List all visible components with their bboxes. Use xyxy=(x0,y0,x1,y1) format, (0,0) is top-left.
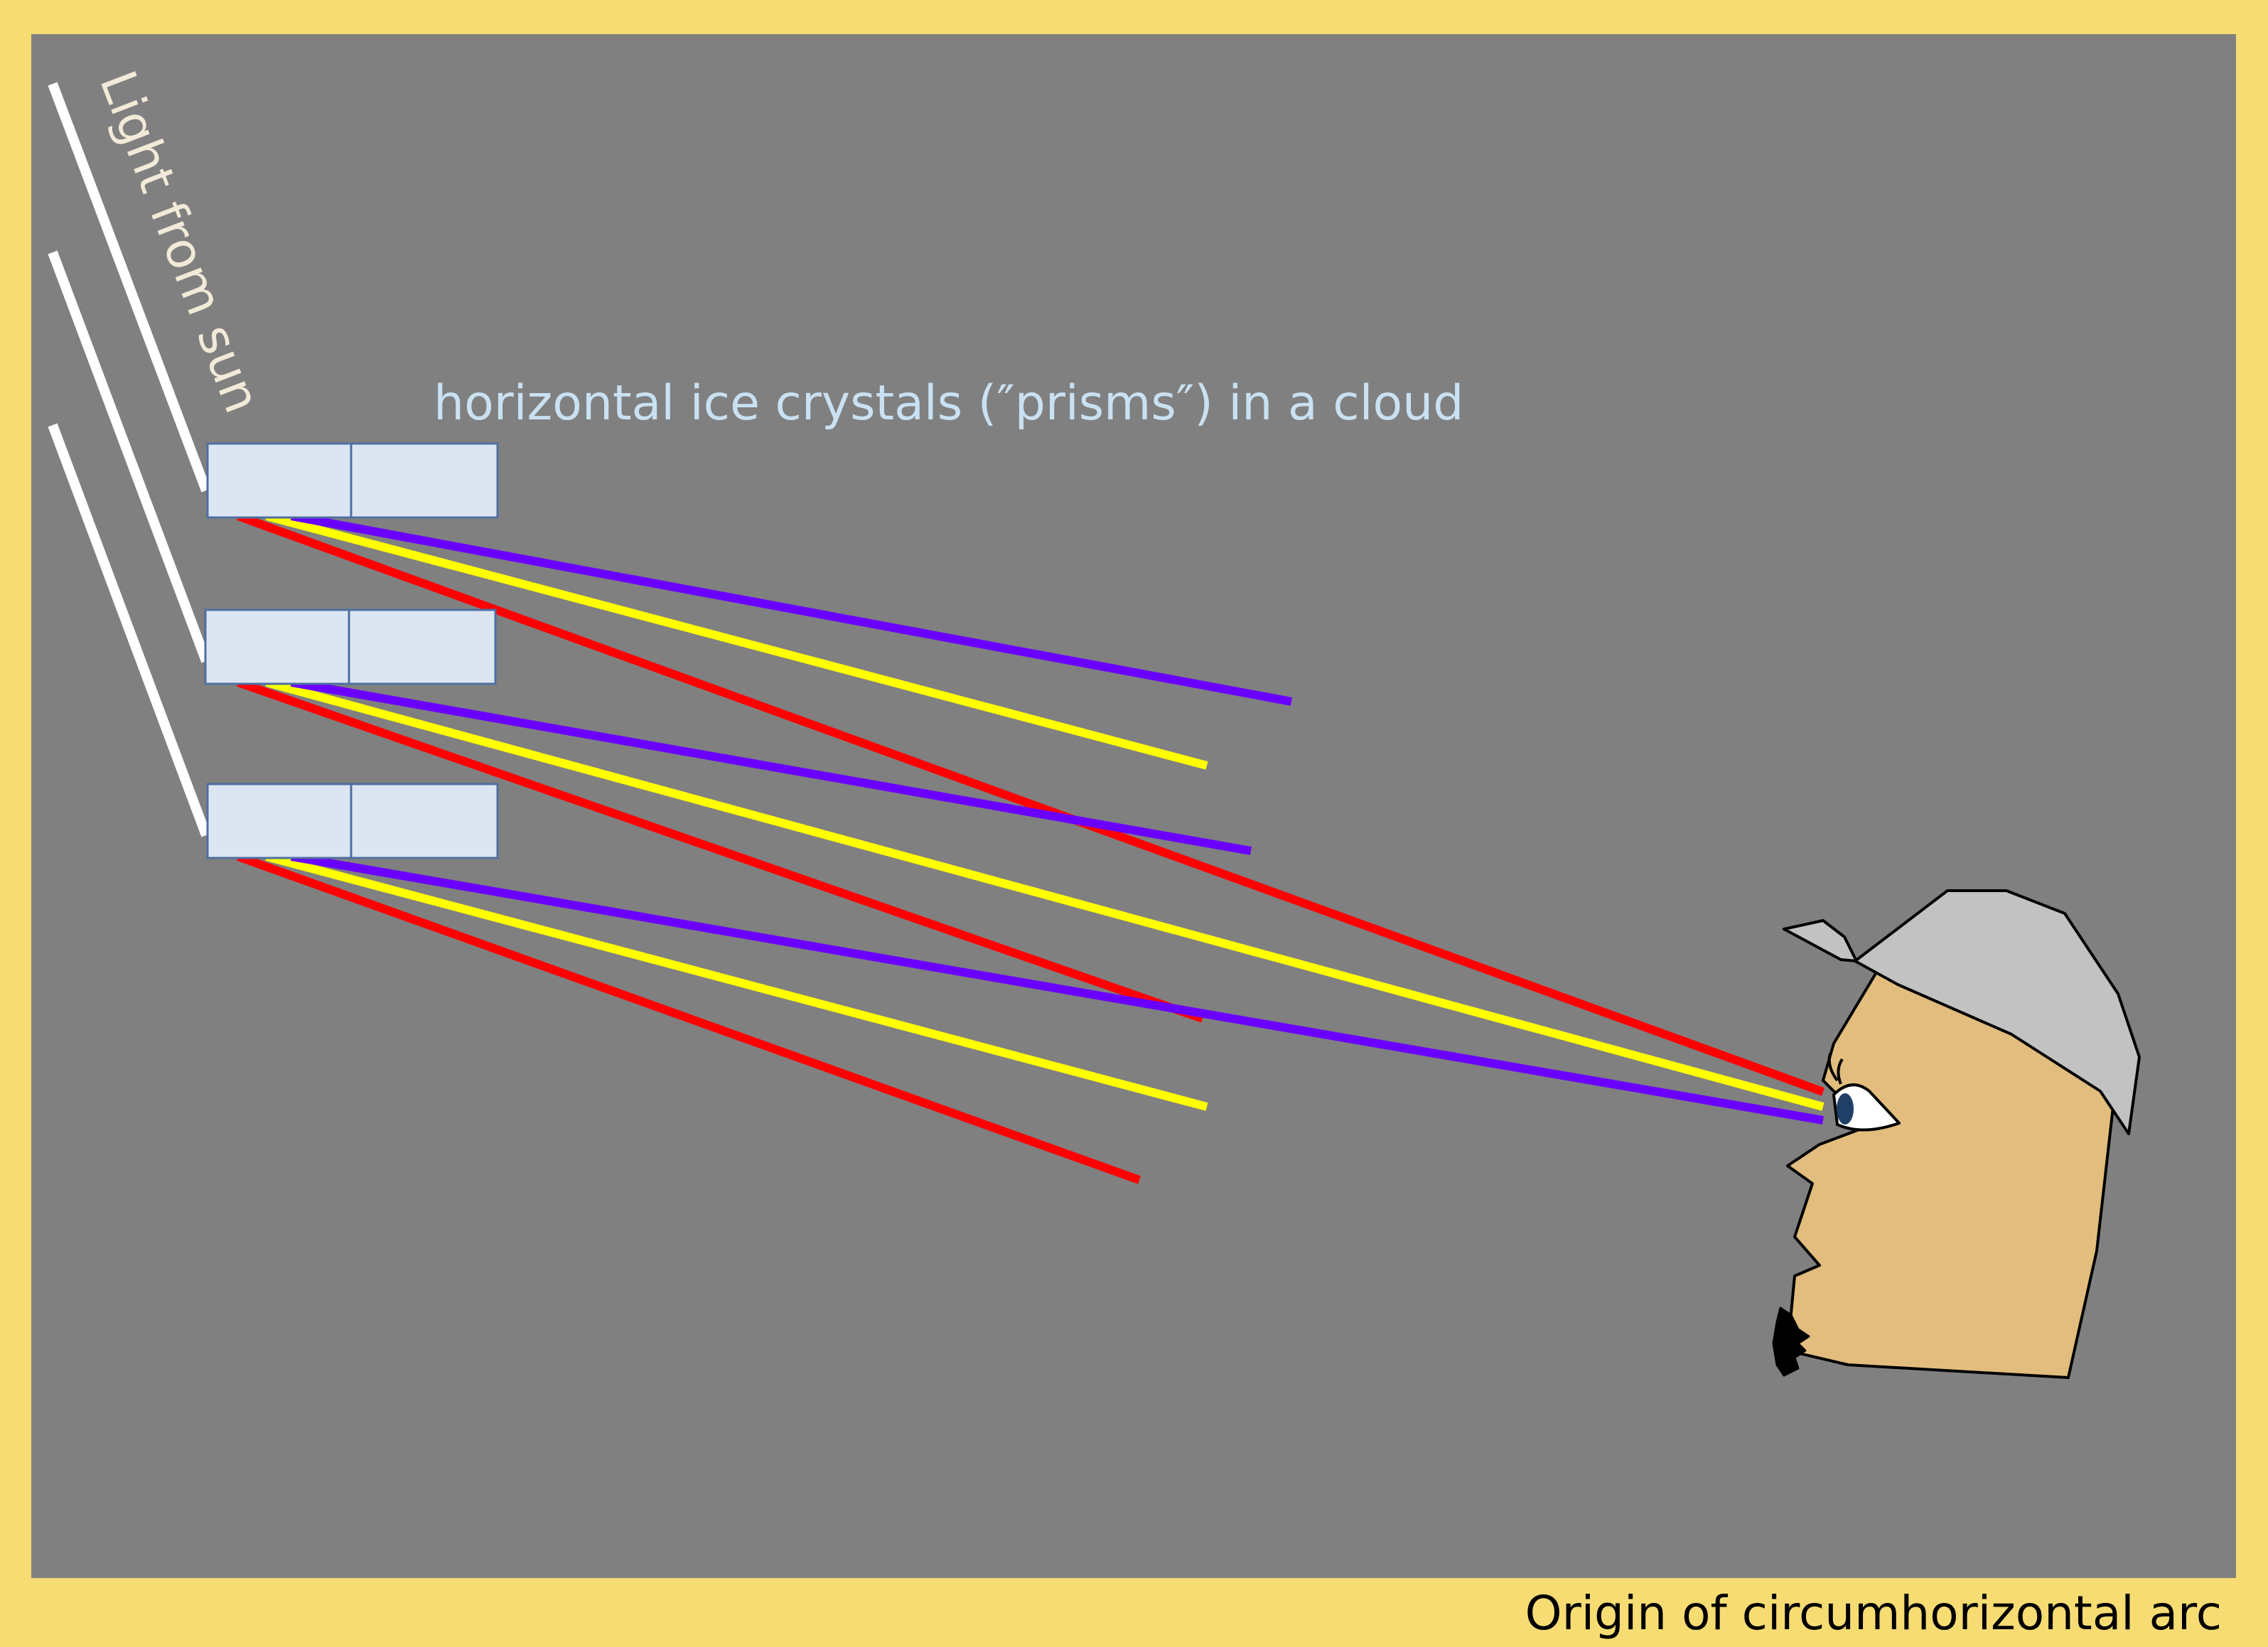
crystals-label: horizontal ice crystals (″prisms″) in a … xyxy=(434,375,1463,431)
ice-crystals xyxy=(204,442,499,859)
yellow-ray xyxy=(265,852,1208,1111)
sun-ray-1 xyxy=(48,82,211,493)
observer xyxy=(1772,889,2141,1379)
violet-ray xyxy=(290,678,1252,855)
diagram-caption: Origin of circumhorizontal arc xyxy=(1525,1586,2222,1641)
violet-ray xyxy=(290,512,1293,706)
sun-rays xyxy=(48,82,211,837)
red-ray xyxy=(237,678,1204,1023)
eyelash-icon xyxy=(1827,1053,1844,1085)
yellow-ray xyxy=(265,512,1208,770)
red-ray xyxy=(236,852,1141,1184)
sun-ray-3 xyxy=(48,423,211,837)
sun-ray-2 xyxy=(48,250,211,663)
pupil-icon xyxy=(1837,1093,1854,1125)
red-ray-to-eye xyxy=(236,512,1825,1096)
top-crystal xyxy=(206,442,499,519)
yellow-ray-to-eye xyxy=(265,678,1824,1111)
middle-crystal xyxy=(204,608,497,685)
dispersed-rays xyxy=(236,512,1825,1184)
observer-cap xyxy=(1854,889,2141,1135)
bottom-crystal xyxy=(206,783,499,859)
violet-ray-to-eye xyxy=(290,852,1824,1125)
beard-icon xyxy=(1772,1307,1810,1377)
observer-cap-brim xyxy=(1783,919,1858,962)
